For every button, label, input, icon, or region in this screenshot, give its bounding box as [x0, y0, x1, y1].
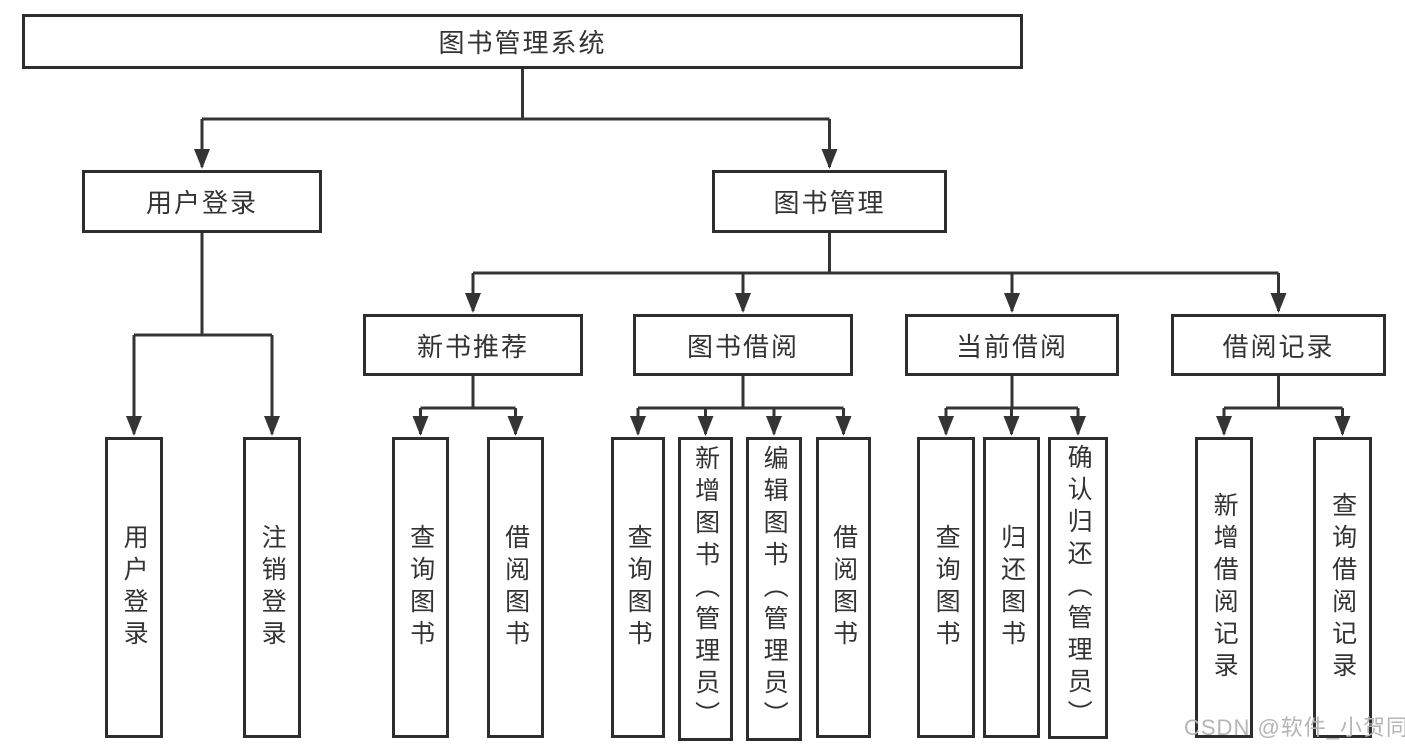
leaf-query-book-current-label: 查询图书 [932, 523, 961, 652]
arrow-down-icon [735, 293, 751, 313]
leaf-confirm-return-admin: 确认归还（管理员） [1048, 437, 1108, 739]
arrow-down-icon [1270, 293, 1287, 313]
arrow-down-icon [766, 416, 782, 436]
leaf-logout-label: 注销登录 [258, 523, 287, 652]
leaf-edit-book-admin: 编辑图书（管理员） [746, 437, 802, 741]
leaf-return-book-label: 归还图书 [997, 523, 1026, 652]
arrow-down-icon [630, 416, 646, 436]
node-book-borrowing-label: 图书借阅 [686, 331, 799, 362]
arrow-down-icon [507, 416, 524, 436]
node-current-borrowing: 当前借阅 [905, 314, 1119, 376]
node-book-borrowing: 图书借阅 [633, 314, 853, 376]
node-user-login: 用户登录 [82, 170, 322, 233]
leaf-query-book-current: 查询图书 [917, 437, 975, 738]
arrow-down-icon [264, 416, 280, 436]
arrow-down-icon [1334, 416, 1351, 436]
connector-book-management-children [471, 233, 1280, 311]
leaf-query-book-recommend-label: 查询图书 [406, 523, 435, 652]
leaf-query-book-recommend: 查询图书 [392, 437, 449, 738]
leaf-logout: 注销登录 [243, 437, 301, 738]
leaf-borrow-book-recommend-label: 借阅图书 [501, 523, 530, 652]
node-current-borrowing-label: 当前借阅 [955, 331, 1068, 362]
leaf-borrow-book-recommend: 借阅图书 [487, 437, 544, 738]
watermark: CSDN @软件_小贺同学 [1184, 715, 1405, 740]
connector-root-to-level2 [200, 69, 831, 167]
leaf-user-login-label: 用户登录 [120, 523, 149, 652]
leaf-add-borrow-record-label: 新增借阅记录 [1210, 491, 1239, 684]
leaf-add-book-admin-label: 新增图书（管理员） [691, 445, 720, 733]
connector-book-borrowing-children [636, 376, 845, 434]
leaf-add-borrow-record: 新增借阅记录 [1195, 437, 1253, 738]
arrow-down-icon [1216, 416, 1232, 436]
leaf-user-login: 用户登录 [105, 437, 163, 738]
leaf-query-book-borrowing-label: 查询图书 [624, 523, 653, 652]
leaf-borrow-book-borrowing-label: 借阅图书 [829, 523, 858, 652]
node-user-login-label: 用户登录 [145, 188, 258, 218]
arrow-down-icon [412, 416, 429, 436]
arrow-down-icon [1004, 293, 1020, 313]
leaf-borrow-book-borrowing: 借阅图书 [816, 437, 871, 738]
arrow-down-icon [821, 149, 838, 169]
leaf-edit-book-admin-label: 编辑图书（管理员） [760, 445, 789, 733]
node-borrowing-records-label: 借阅记录 [1222, 331, 1335, 362]
arrow-down-icon [835, 416, 852, 436]
node-borrowing-records: 借阅记录 [1171, 314, 1386, 376]
node-new-book-recommend-label: 新书推荐 [416, 331, 529, 362]
arrow-down-icon [126, 416, 142, 436]
connector-borrowing-records-children [1222, 376, 1344, 434]
node-book-management-label: 图书管理 [773, 188, 886, 218]
arrow-down-icon [465, 293, 481, 313]
connector-current-borrowing-children [944, 376, 1080, 434]
leaf-confirm-return-admin-label: 确认归还（管理员） [1064, 444, 1093, 732]
leaf-add-book-admin: 新增图书（管理员） [678, 437, 733, 741]
connector-new-book-recommend-children [419, 376, 517, 434]
node-book-management: 图书管理 [712, 170, 947, 233]
arrow-down-icon [194, 149, 210, 169]
arrow-down-icon [697, 416, 714, 436]
node-new-book-recommend: 新书推荐 [363, 314, 583, 376]
node-root-label: 图书管理系统 [438, 28, 607, 58]
leaf-return-book: 归还图书 [983, 437, 1040, 738]
arrow-down-icon [1070, 416, 1086, 436]
arrow-down-icon [1003, 416, 1020, 436]
arrow-down-icon [938, 416, 954, 436]
connector-user-login-children [132, 233, 274, 434]
leaf-query-borrow-record-label: 查询借阅记录 [1328, 491, 1357, 684]
node-root: 图书管理系统 [22, 14, 1023, 69]
leaf-query-book-borrowing: 查询图书 [611, 437, 665, 738]
leaf-query-borrow-record: 查询借阅记录 [1313, 437, 1372, 738]
